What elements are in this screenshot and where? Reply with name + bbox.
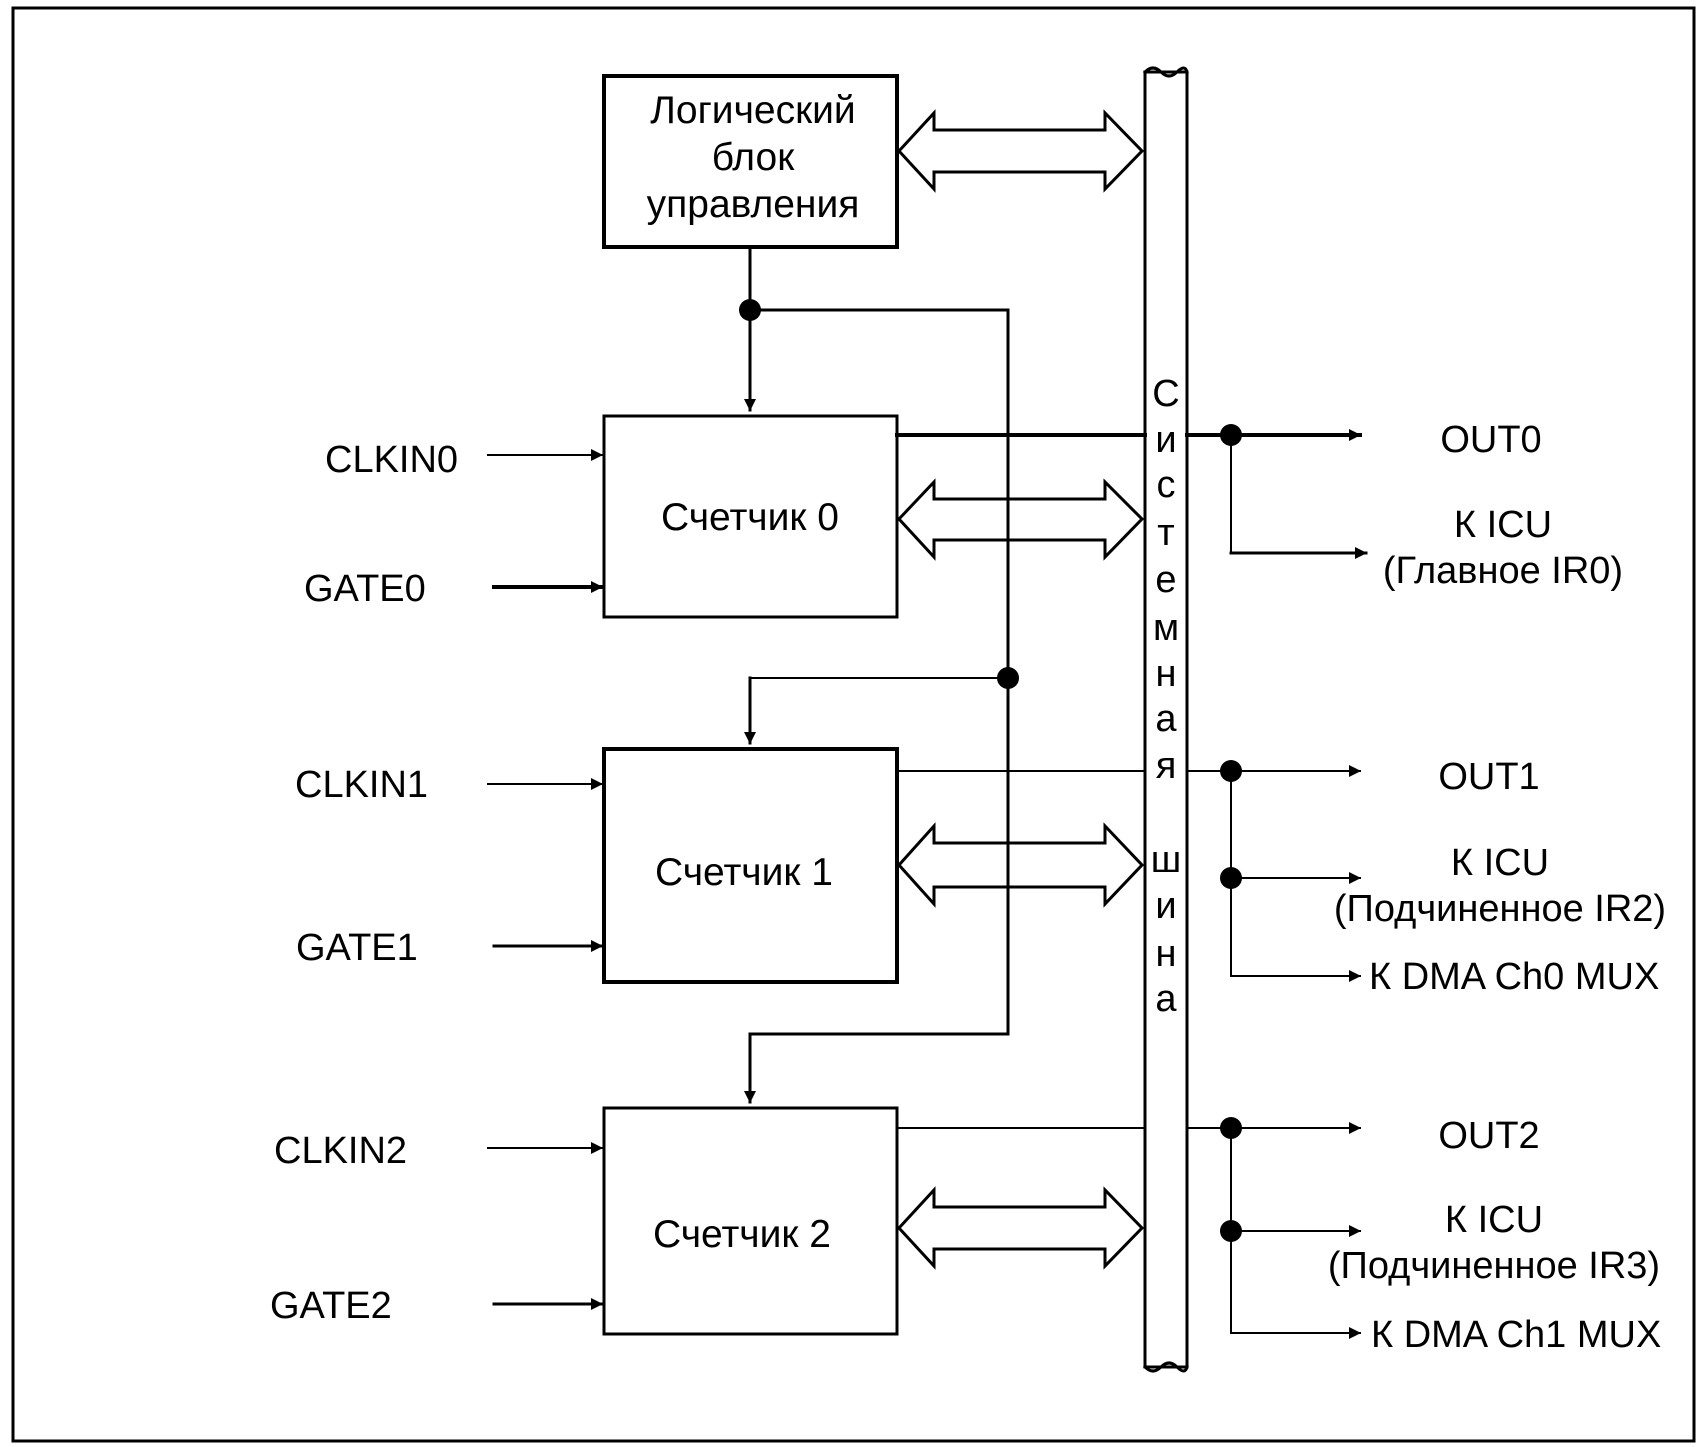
junction-dot bbox=[739, 299, 761, 321]
control-logic-block: Логический блок управления bbox=[602, 74, 899, 249]
out0-icu-sub-label: (Главное IR0) bbox=[1383, 550, 1623, 592]
gate0-label: GATE0 bbox=[304, 568, 426, 610]
bus-label-letter: н bbox=[1156, 653, 1177, 695]
bus-label-letter: С bbox=[1152, 373, 1179, 415]
junction-dot bbox=[1220, 760, 1242, 782]
gate1-label: GATE1 bbox=[296, 927, 418, 969]
bus-arrow-counter-1 bbox=[896, 822, 1145, 908]
out1-dma-label: К DMA Ch0 MUX bbox=[1369, 956, 1659, 998]
junction-dot bbox=[997, 667, 1019, 689]
bus-label-letter: я bbox=[1156, 745, 1177, 787]
junction-dot bbox=[1220, 867, 1242, 889]
bus-arrow-control bbox=[896, 109, 1145, 193]
counter-1-outputs: OUT1 К ICU (Подчиненное IR2) К DMA Ch0 M… bbox=[896, 756, 1666, 998]
clkin2-label: CLKIN2 bbox=[274, 1130, 407, 1172]
bus-label-letter: и bbox=[1155, 419, 1176, 461]
gate2-label: GATE2 bbox=[270, 1285, 392, 1327]
junction-dot bbox=[1220, 424, 1242, 446]
bus-label-letter: м bbox=[1153, 607, 1179, 649]
outer-frame bbox=[11, 6, 1696, 1443]
bus-label-letter: н bbox=[1156, 933, 1177, 975]
counter-0-outputs: OUT0 К ICU (Главное IR0) bbox=[895, 419, 1623, 592]
junction-dot bbox=[1220, 1117, 1242, 1139]
out0-label: OUT0 bbox=[1440, 419, 1541, 461]
out1-icu-sub-label: (Подчиненное IR2) bbox=[1334, 888, 1666, 930]
bus-arrow-counter-0 bbox=[896, 478, 1145, 561]
counter-inputs: CLKIN0 GATE0 CLKIN1 GATE1 CLKIN2 GATE2 bbox=[270, 439, 604, 1327]
bus-label-letter: т bbox=[1157, 512, 1174, 554]
junction-dot bbox=[1220, 1220, 1242, 1242]
out2-icu-sub-label: (Подчиненное IR3) bbox=[1328, 1245, 1660, 1287]
bus-arrow-counter-2 bbox=[896, 1186, 1145, 1270]
control-wiring bbox=[739, 245, 1019, 1104]
clkin1-label: CLKIN1 bbox=[295, 764, 428, 806]
control-block-line-1: Логический bbox=[650, 89, 855, 132]
control-block-line-2: блок bbox=[712, 136, 795, 179]
counter-0-label: Счетчик 0 bbox=[661, 496, 839, 539]
bus-label-letter: а bbox=[1155, 978, 1177, 1020]
out1-icu-label: К ICU bbox=[1451, 842, 1549, 884]
out2-label: OUT2 bbox=[1438, 1115, 1539, 1157]
bus-label-letter: а bbox=[1155, 698, 1177, 740]
out2-dma-label: К DMA Ch1 MUX bbox=[1371, 1314, 1661, 1356]
bus-label-letter: ш bbox=[1151, 839, 1182, 881]
counter-block-1: Счетчик 1 bbox=[602, 747, 899, 984]
counter-2-outputs: OUT2 К ICU (Подчиненное IR3) К DMA Ch1 M… bbox=[896, 1115, 1661, 1356]
bus-label-letter: е bbox=[1155, 559, 1176, 601]
counter-2-label: Счетчик 2 bbox=[653, 1213, 831, 1256]
control-block-line-3: управления bbox=[647, 183, 860, 226]
bus-label-letter: и bbox=[1155, 885, 1176, 927]
bus-label-letter: с bbox=[1157, 464, 1176, 506]
out0-icu-label: К ICU bbox=[1454, 504, 1552, 546]
counter-block-2: Счетчик 2 bbox=[602, 1106, 899, 1336]
counter-1-label: Счетчик 1 bbox=[655, 851, 833, 894]
out1-label: OUT1 bbox=[1438, 756, 1539, 798]
clkin0-label: CLKIN0 bbox=[325, 439, 458, 481]
out2-icu-label: К ICU bbox=[1445, 1199, 1543, 1241]
counter-block-0: Счетчик 0 bbox=[602, 414, 899, 619]
